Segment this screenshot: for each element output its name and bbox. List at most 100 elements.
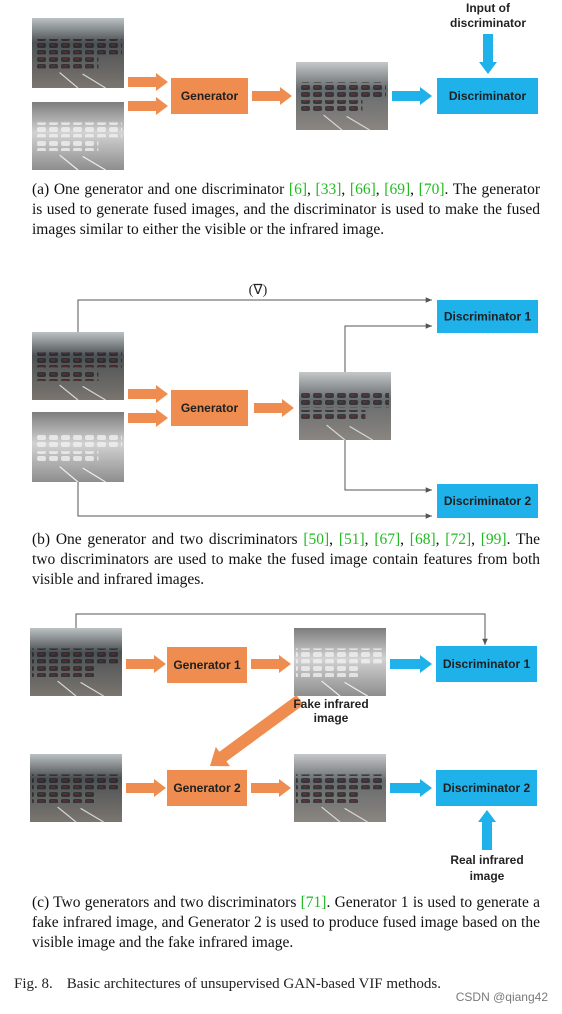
- caption-a-ref[interactable]: [33]: [315, 181, 342, 198]
- caption-b-ref[interactable]: [51]: [338, 531, 365, 548]
- fused-image-a-lane-marking: [346, 115, 370, 131]
- caption-c-text-after: . Generator 1 is used to generate a fake…: [32, 894, 540, 951]
- visible-image-b-lane-marking: [59, 384, 79, 401]
- visible-image-a-lane-marking: [59, 72, 79, 89]
- diagonal-arrow-fake-to-generator-2: [210, 695, 304, 767]
- fused-image-b-cars-row: [301, 410, 366, 421]
- caption-b-text-after: . The two discriminators are used to mak…: [32, 531, 541, 588]
- fused-image-a-cars-row: [298, 100, 363, 111]
- arrow-input-to-discriminator-a: [479, 34, 497, 74]
- caption-a-ref[interactable]: [6]: [288, 181, 307, 198]
- caption-b-ref[interactable]: [99]: [480, 531, 507, 548]
- caption-a-ref[interactable]: [66]: [349, 181, 376, 198]
- fused-image-c-cars-row: [296, 792, 361, 803]
- fake-infrared-image-cars-row: [296, 666, 361, 677]
- fused-image-c-lane-marking: [344, 807, 368, 823]
- generator-box-a: [171, 78, 248, 114]
- caption-b-ref[interactable]: [50]: [303, 531, 330, 548]
- visible-image-a-cars-row: [34, 57, 99, 69]
- discriminator-2-box-b: [437, 484, 538, 518]
- caption-b-ref[interactable]: [67]: [374, 531, 401, 548]
- visible-image-c1-lane-marking: [57, 680, 77, 697]
- infrared-image-a-lane-marking: [59, 154, 79, 171]
- caption-a-ref[interactable]: [70]: [418, 181, 445, 198]
- fake-infrared-image-cars-row: [296, 648, 384, 664]
- input-note-line-2: discriminator: [450, 16, 526, 30]
- discriminator-box-a: [437, 78, 538, 114]
- caption-b-ref[interactable]: [72]: [445, 531, 472, 548]
- arrow-generator-to-fused-a: [252, 87, 292, 105]
- figure-caption: Fig. 8.Basic architectures of unsupervis…: [14, 976, 534, 993]
- arrow-infrared-to-generator-b: [128, 409, 168, 427]
- caption-b: (b) One generator and two discriminators…: [32, 531, 541, 588]
- arrow-infrared-to-generator-a: [128, 97, 168, 115]
- connector-fused-to-discriminator-2: [344, 440, 432, 493]
- generator-box-b: [171, 390, 248, 426]
- visible-image-c2-lane-marking: [80, 807, 104, 823]
- generator-box-b-label: Generator: [181, 401, 239, 415]
- fused-image-a: [296, 62, 388, 131]
- discriminator-1-box-b-label: Discriminator 1: [444, 310, 532, 324]
- discriminator-box-a-label: Discriminator: [449, 89, 527, 103]
- infrared-image-a-lane-marking: [82, 155, 106, 171]
- arrow-real-to-discriminator-2: [478, 810, 496, 850]
- gradient-label: (∇): [249, 283, 268, 298]
- infrared-image-a-cars-row: [34, 122, 122, 138]
- visible-image-c1-lane-marking: [80, 681, 104, 697]
- fused-image-b-lane-marking: [326, 424, 346, 441]
- fused-image-b-lane-marking: [349, 425, 373, 441]
- connector-infrared-to-discriminator-2: [77, 482, 432, 519]
- figure-number: Fig. 8.: [14, 976, 53, 992]
- infrared-image-a-cars-row: [34, 140, 99, 151]
- watermark: CSDN @qiang42: [455, 990, 548, 1004]
- caption-a: (a) One generator and one discriminator …: [32, 181, 541, 238]
- fused-image-b: [299, 372, 391, 441]
- discriminator-2-box-b-label: Discriminator 2: [444, 494, 532, 508]
- fused-image-b-cars-row: [301, 392, 389, 408]
- arrow-visible-to-generator-2: [126, 779, 166, 797]
- visible-image-b-lane-marking: [82, 385, 106, 401]
- visible-image-c1: [30, 628, 122, 697]
- visible-image-a-cars-row: [34, 39, 122, 55]
- caption-a-text-after: . The generator is used to generate fuse…: [32, 181, 541, 238]
- arrow-visible-to-generator-b: [128, 385, 168, 403]
- generator-2-box: [167, 770, 247, 806]
- arrow-fused-to-discriminator-2: [390, 779, 432, 797]
- fused-image-c-cars-row: [296, 774, 384, 790]
- infrared-image-b-lane-marking: [82, 467, 106, 483]
- generator-box-a-label: Generator: [181, 89, 239, 103]
- generator-2-box-label: Generator 2: [173, 781, 241, 795]
- infrared-image-b-cars-row: [34, 433, 122, 449]
- real-note-line-1: Real infrared: [450, 853, 523, 867]
- visible-image-a-lane-marking: [82, 73, 106, 89]
- arrow-generator-to-fused-b: [254, 399, 294, 417]
- caption-a-ref[interactable]: [69]: [384, 181, 411, 198]
- real-note-line-2: image: [470, 869, 505, 883]
- visible-image-b-cars-row: [34, 370, 99, 381]
- arrow-visible-to-generator-1: [126, 655, 166, 673]
- fused-image-a-cars-row: [298, 82, 386, 98]
- visible-image-c2-cars-row: [32, 792, 97, 803]
- fake-infrared-image: [294, 628, 386, 697]
- connector-fused-to-discriminator-1: [344, 323, 432, 372]
- visible-image-b: [32, 332, 124, 401]
- visible-image-a: [32, 18, 124, 89]
- infrared-image-b-cars-row: [34, 451, 99, 463]
- caption-b-ref[interactable]: [68]: [409, 531, 436, 548]
- visible-image-c2-lane-marking: [57, 806, 77, 823]
- fake-infrared-image-lane-marking: [321, 680, 341, 697]
- caption-c-text-before: (c) Two generators and two discriminator…: [32, 894, 301, 911]
- discriminator-1-box-c-label: Discriminator 1: [443, 657, 531, 671]
- connector-visible-to-discriminator-1: [77, 297, 432, 332]
- visible-image-c1-cars-row: [32, 666, 97, 677]
- input-note-line-1: Input of: [466, 1, 511, 15]
- fake-note-line-1: Fake infrared: [293, 697, 368, 711]
- discriminator-1-box-b: [437, 300, 538, 333]
- generator-1-box: [167, 647, 247, 683]
- fake-infrared-image-lane-marking: [344, 681, 368, 697]
- caption-c-ref[interactable]: [71]: [300, 894, 327, 911]
- fake-note-line-2: image: [314, 711, 349, 725]
- fused-image-c-lane-marking: [321, 806, 341, 823]
- fused-image-a-lane-marking: [323, 114, 343, 131]
- arrow-generator-1-to-fake: [251, 655, 291, 673]
